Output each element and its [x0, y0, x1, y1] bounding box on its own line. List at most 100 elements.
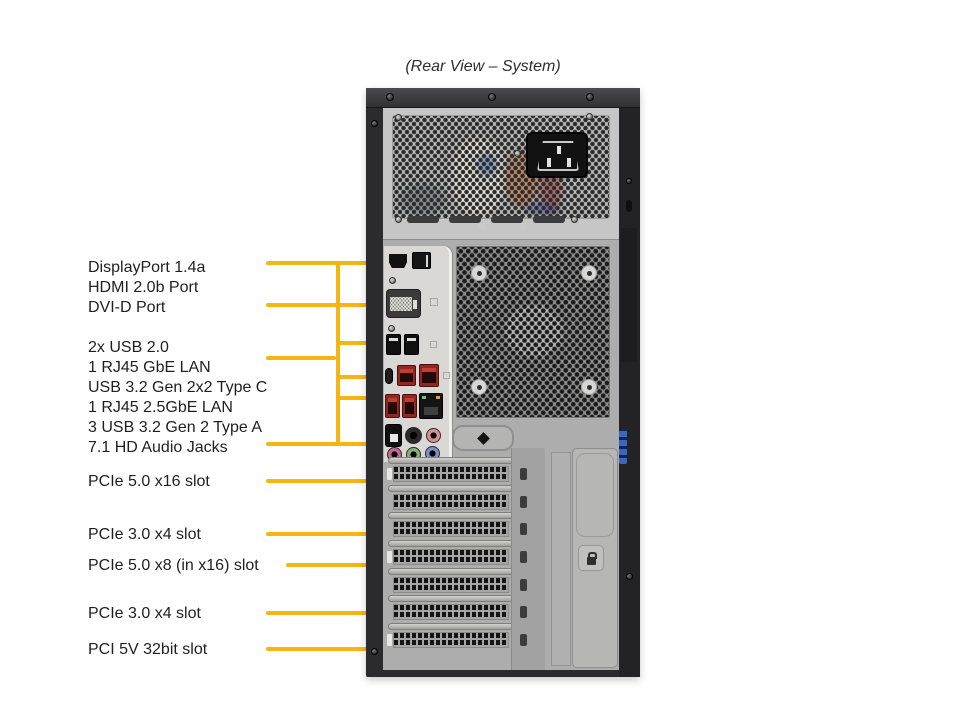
- diagram-title: (Rear View – System): [405, 58, 561, 75]
- chassis-emblem: [452, 425, 514, 451]
- monitor-symbol-icon: [430, 298, 438, 306]
- usb-c-port: [385, 368, 393, 384]
- slot-divider: [388, 485, 516, 492]
- lan-symbol-icon: [443, 372, 450, 379]
- ac-inlet-pin: [547, 158, 551, 167]
- chassis-screw: [626, 573, 633, 580]
- usb32-type-a-port: [397, 365, 416, 386]
- rear-fan-grille: [456, 246, 610, 418]
- slot-divider: [388, 457, 516, 464]
- label-hdmi: HDMI 2.0b Port: [88, 279, 199, 296]
- psu-slot-cutout: [533, 216, 565, 223]
- psu-vent-grille: [392, 115, 610, 219]
- psu-slot-cutout: [449, 216, 481, 223]
- bracket-nub: [520, 634, 527, 646]
- rj45-tongue: [424, 407, 438, 415]
- callout-line-display: [266, 261, 390, 265]
- callout-branch-usb2: [336, 341, 390, 345]
- bracket-nub: [520, 496, 527, 508]
- chassis-screw: [371, 120, 378, 127]
- fan-mount: [581, 379, 597, 395]
- audio-jack-center: [405, 427, 422, 444]
- label-rj45-gbe: 1 RJ45 GbE LAN: [88, 359, 211, 376]
- pci-slot-cover-1: [393, 466, 509, 482]
- callout-bus-line: [336, 261, 340, 446]
- bracket-nub: [520, 579, 527, 591]
- pci-slot-cover-5: [393, 577, 509, 593]
- rj45-2-5gbe-port: [419, 364, 439, 387]
- edge-slot-hole: [626, 200, 632, 212]
- callout-line-slot3: [266, 532, 388, 536]
- chassis-screw: [586, 113, 593, 120]
- callout-line-slot7: [266, 647, 388, 651]
- callout-line-slot1: [266, 479, 388, 483]
- callout-branch-usbc: [336, 375, 390, 379]
- ac-inlet-pin: [557, 146, 561, 154]
- spdif-optical-port: [385, 424, 402, 447]
- dvi-pin-grid: [390, 297, 412, 311]
- callout-line-audio: [266, 442, 390, 446]
- bracket-nub: [520, 523, 527, 535]
- usb32-type-a-port: [385, 394, 400, 418]
- pci-slot-cover-6: [393, 604, 509, 620]
- slot-retention-clip: [387, 468, 392, 480]
- usb2-port: [386, 334, 401, 355]
- usb2-port: [404, 334, 419, 355]
- chassis-screw: [488, 93, 496, 101]
- slot-divider: [388, 623, 516, 630]
- displayport-port: [412, 252, 431, 269]
- chassis-screw: [514, 150, 521, 157]
- slot-retention-clip: [387, 551, 392, 563]
- label-dvi: DVI-D Port: [88, 299, 166, 316]
- rj45-gbe-port: [419, 393, 443, 419]
- dvi-d-port: [386, 289, 421, 318]
- fan-mount: [471, 379, 487, 395]
- label-pci5v32: PCI 5V 32bit slot: [88, 641, 208, 658]
- label-pcie30x4-b: PCIe 3.0 x4 slot: [88, 605, 201, 622]
- pci-slot-cover-3: [393, 521, 509, 537]
- slot-divider: [388, 540, 516, 547]
- motherboard-rear-panel: [383, 240, 619, 670]
- psu-slot-cutout: [407, 216, 439, 223]
- chassis-screw: [395, 114, 402, 121]
- label-rj45-25gbe: 1 RJ45 2.5GbE LAN: [88, 399, 233, 416]
- slot-lock-icon: [587, 552, 597, 565]
- chassis-screw: [571, 216, 578, 223]
- fan-mount: [471, 265, 487, 281]
- label-audio-jacks: 7.1 HD Audio Jacks: [88, 439, 228, 456]
- psu-tab: [478, 223, 485, 229]
- pci-slot-cover-2: [393, 494, 509, 510]
- slot-divider: [388, 512, 516, 519]
- usb32-type-a-port: [402, 394, 417, 418]
- label-usb2: 2x USB 2.0: [88, 339, 169, 356]
- callout-line-usb-group: [266, 356, 336, 360]
- slot-latch-panel: [572, 448, 618, 668]
- latch-plate: [576, 453, 614, 537]
- bracket-nub: [520, 551, 527, 563]
- psu-tab: [520, 223, 527, 229]
- chassis-screw: [626, 178, 632, 184]
- chassis-screw: [386, 93, 394, 101]
- callout-line-slot4: [286, 563, 388, 567]
- label-pcie50x16: PCIe 5.0 x16 slot: [88, 473, 210, 490]
- callout-line-dvi: [266, 303, 390, 307]
- label-pcie30x4-a: PCIe 3.0 x4 slot: [88, 526, 201, 543]
- chassis-top-bar: [366, 88, 640, 108]
- io-shield-screw: [388, 325, 395, 332]
- chassis-right-edge: [619, 108, 640, 677]
- label-usb32-gen2x2: USB 3.2 Gen 2x2 Type C: [88, 379, 268, 396]
- io-shield: [384, 246, 452, 462]
- fan-mount: [581, 265, 597, 281]
- pci-slot-cover-4: [393, 549, 509, 565]
- usb-symbol-icon: [430, 341, 437, 348]
- callout-branch-lan: [336, 396, 390, 400]
- slot-retention-clip: [387, 634, 392, 646]
- label-pcie50x8: PCIe 5.0 x8 (in x16) slot: [88, 557, 259, 574]
- diamond-icon: [477, 432, 490, 445]
- tower-chassis-rear: [366, 88, 640, 677]
- bracket-nub: [520, 468, 527, 480]
- pci-slot-cover-7: [393, 632, 509, 648]
- chassis-screw: [586, 93, 594, 101]
- audio-jack-side: [426, 428, 441, 443]
